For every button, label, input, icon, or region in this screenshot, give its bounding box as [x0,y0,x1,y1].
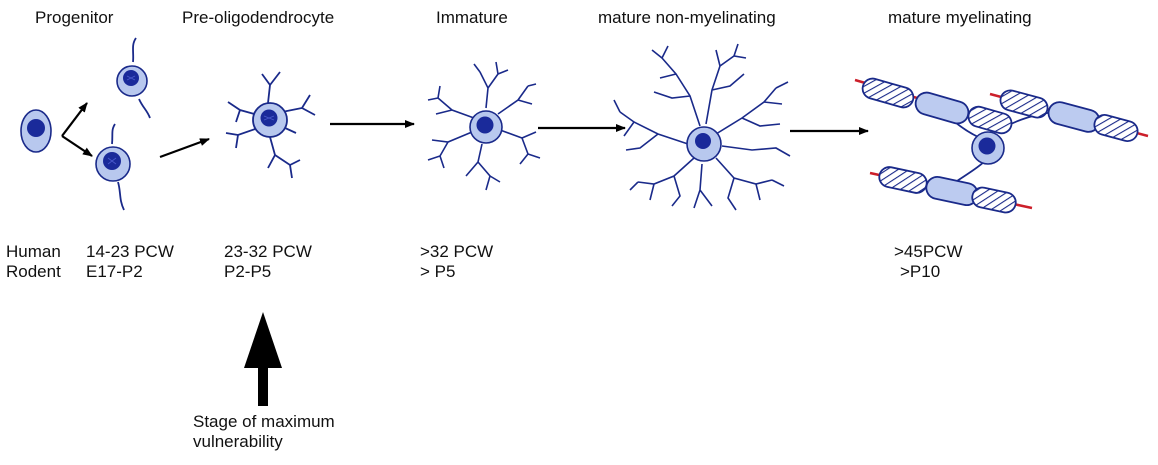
progenitor-daughter-top [116,37,151,119]
vulnerability-label-line1: Stage of maximum [193,412,335,431]
stage-title-mature-myelinating: mature myelinating [888,8,1032,27]
pre-oligodendrocyte-cell [225,71,316,179]
rodent-age-progenitor: E17-P2 [86,262,143,281]
rodent-age-immature: > P5 [420,262,456,281]
human-age-mature-myelinating: >45PCW [894,242,963,261]
progenitor-daughter-bottom [95,123,131,211]
progenitor-split-arrows [61,102,93,157]
immature-cell [427,61,541,191]
rodent-age-mature-myelinating: >P10 [900,262,941,281]
species-label-rodent: Rodent [6,262,61,281]
arrow-progenitor-to-pre-oligodendrocyte [159,137,210,159]
species-label-human: Human [6,242,61,261]
stage-title-pre-oligodendrocyte: Pre-oligodendrocyte [182,8,335,27]
progenitor-cell [20,109,52,153]
vulnerability-label-line2: vulnerability [193,432,283,451]
stage-title-progenitor: Progenitor [35,8,114,27]
stage-title-mature-non-myelinating: mature non-myelinating [598,8,776,27]
rodent-age-pre-oligodendrocyte: P2-P5 [224,262,272,281]
mature-non-myelinating-cell [613,43,791,211]
mature-myelinating-cell [854,77,1149,214]
vulnerability-arrow [244,312,282,406]
human-age-immature: >32 PCW [420,242,494,261]
human-age-progenitor: 14-23 PCW [86,242,174,261]
human-age-pre-oligodendrocyte: 23-32 PCW [224,242,312,261]
stage-title-immature: Immature [436,8,508,27]
